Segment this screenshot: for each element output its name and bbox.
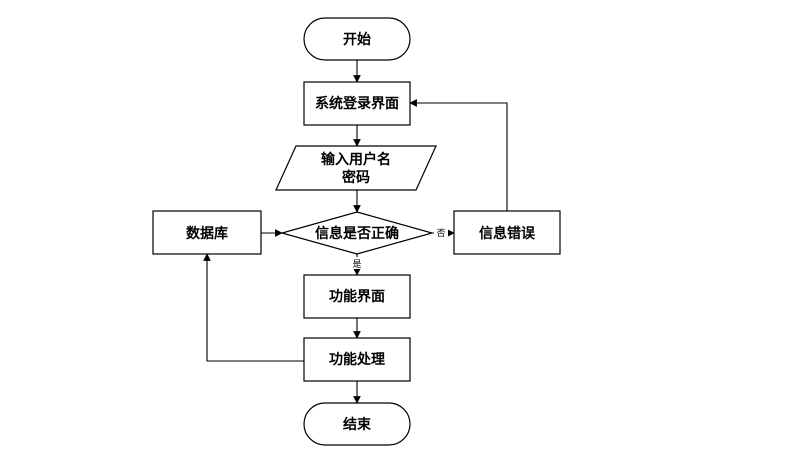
database-label: 数据库 (186, 225, 228, 242)
login-label: 系统登录界面 (315, 95, 399, 112)
function-process-label: 功能处理 (329, 351, 385, 368)
database-box (152, 210, 262, 255)
no-label-bg (434, 226, 448, 239)
input-label-line1: 输入用户名 (321, 151, 391, 168)
yes-label: 是 (352, 259, 361, 270)
input-label-line2: 密码 (341, 169, 370, 186)
check-label: 信息是否正确 (315, 225, 399, 242)
function-screen-label: 功能界面 (329, 288, 385, 305)
login-screen-box (303, 81, 411, 126)
no-label: 否 (436, 228, 445, 239)
edge-process-to-database (203, 253, 304, 362)
start-label: 开始 (343, 31, 371, 48)
error-label: 信息错误 (479, 225, 536, 242)
input-credentials-parallelogram (275, 145, 437, 191)
end-label: 结束 (343, 416, 372, 433)
yes-label-bg (351, 257, 363, 269)
edge-error-to-login (409, 99, 508, 211)
function-process-box (303, 337, 411, 382)
function-screen-box (303, 274, 411, 319)
